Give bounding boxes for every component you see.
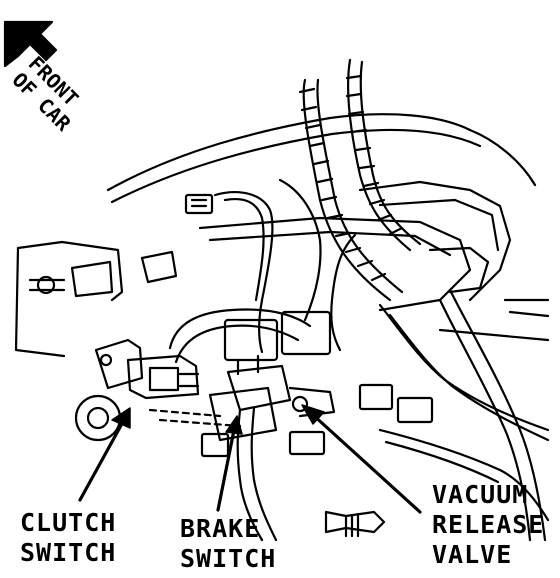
connector-plugs (184, 193, 434, 538)
front-arrow-icon (3, 20, 58, 68)
clutch-switch-line2: SWITCH (20, 538, 117, 567)
clutch-switch-line1: CLUTCH (20, 508, 117, 537)
dashboard-outline (106, 113, 550, 342)
vacuum-release-valve-arrowhead (301, 404, 325, 425)
brake-switch-arrowhead (225, 415, 243, 435)
brake-switch-leader (216, 428, 236, 512)
vacuum-release-valve-line3: VALVE (432, 540, 513, 569)
wiring-harness (213, 58, 550, 542)
vacuum-release-valve-leader (310, 412, 422, 514)
mounting-bracket (14, 240, 178, 358)
clutch-switch-leader (78, 418, 126, 502)
brake-switch-label: BRAKE SWITCH (180, 514, 276, 574)
vacuum-release-valve-label: VACUUM RELEASE VALVE (432, 480, 544, 570)
vacuum-release-valve-line2: RELEASE (432, 510, 545, 539)
clutch-switch-label: CLUTCH SWITCH (20, 508, 116, 568)
clutch-switch-part (74, 338, 200, 442)
pedal-assembly (148, 308, 336, 542)
brake-switch-line1: BRAKE (180, 514, 261, 543)
clutch-switch-arrowhead (111, 407, 131, 429)
leader-arrows (78, 404, 422, 514)
brake-switch-line2: SWITCH (180, 544, 277, 573)
vacuum-release-valve-line1: VACUUM (432, 480, 529, 509)
